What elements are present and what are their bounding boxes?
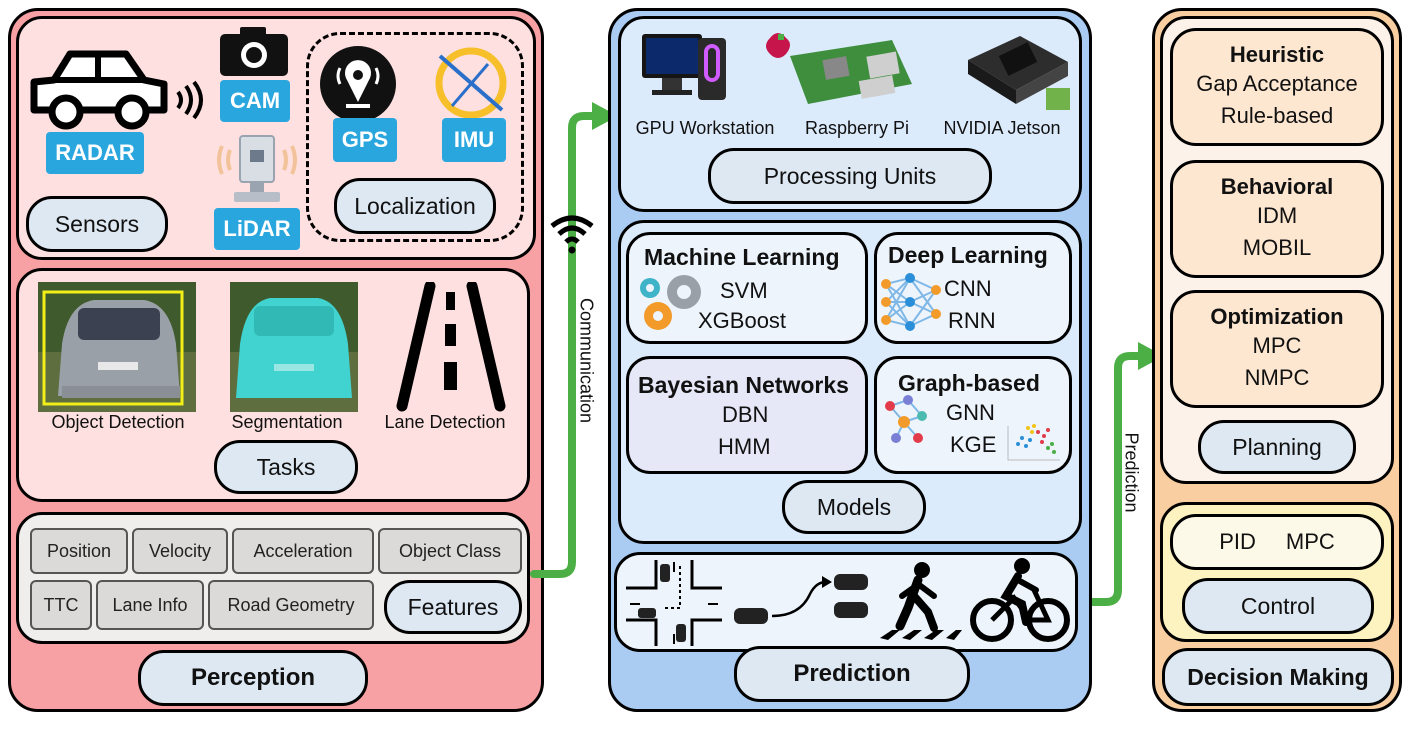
prediction-title: Prediction xyxy=(734,646,970,702)
behavioral-box: Behavioral IDM MOBIL xyxy=(1170,160,1384,278)
gb-title: Graph-based xyxy=(898,370,1040,396)
heuristic-title: Heuristic xyxy=(1229,42,1325,67)
gps-icon xyxy=(320,46,396,122)
behavioral-title: Behavioral xyxy=(1220,174,1334,199)
feature-ttc: TTC xyxy=(30,580,92,630)
optimization-title: Optimization xyxy=(1210,304,1344,329)
gpu-workstation-icon xyxy=(642,34,726,100)
cyclist-icon xyxy=(970,558,1070,642)
neural-network-icon xyxy=(881,273,941,331)
unit-label-raspberry-pi: Raspberry Pi xyxy=(804,118,910,138)
control-methods-box: PID MPC xyxy=(1170,514,1384,570)
imu-icon xyxy=(435,47,507,119)
wifi-icon xyxy=(550,215,594,254)
sensors-pill: Sensors xyxy=(26,196,168,252)
features-pill: Features xyxy=(384,580,522,634)
perception-title: Perception xyxy=(138,650,368,706)
embedding-scatter-icon xyxy=(1007,424,1060,461)
bn-title: Bayesian Networks xyxy=(638,372,849,398)
gb-item-gnn: GNN xyxy=(946,400,995,425)
ml-title: Machine Learning xyxy=(644,244,840,270)
control-item-mpc: MPC xyxy=(1285,529,1335,554)
behavioral-item-idm: IDM xyxy=(1256,203,1298,228)
communication-label: Communication xyxy=(576,297,597,424)
car-icon xyxy=(30,50,168,130)
unit-label-gpu: GPU Workstation xyxy=(635,118,775,138)
communication-arrow xyxy=(530,102,618,578)
feature-acceleration: Acceleration xyxy=(232,528,374,574)
bn-box xyxy=(626,356,868,474)
radar-tag: RADAR xyxy=(46,132,144,174)
gb-item-kge: KGE xyxy=(950,432,997,457)
task-label-lane-detection: Lane Detection xyxy=(384,412,506,432)
intersection-icon xyxy=(626,560,722,646)
ml-item-xgboost: XGBoost xyxy=(698,308,787,333)
ml-item-svm: SVM xyxy=(720,278,768,303)
lidar-icon xyxy=(217,135,297,202)
lane-change-icon xyxy=(734,574,868,624)
feature-position: Position xyxy=(30,528,128,574)
prediction-link-label: Prediction xyxy=(1121,432,1142,513)
heuristic-box: Heuristic Gap Acceptance Rule-based xyxy=(1170,28,1384,146)
gps-tag: GPS xyxy=(333,118,397,162)
camera-icon xyxy=(220,27,288,76)
optimization-item-mpc: MPC xyxy=(1252,333,1302,358)
optimization-item-nmpc: NMPC xyxy=(1244,365,1310,390)
task-label-segmentation: Segmentation xyxy=(231,412,343,432)
control-item-pid: PID xyxy=(1219,529,1256,554)
object-detection-image xyxy=(38,282,196,412)
unit-label-nvidia-jetson: NVIDIA Jetson xyxy=(943,118,1061,138)
localization-box xyxy=(306,32,524,242)
segmentation-image xyxy=(230,282,358,412)
planning-pill: Planning xyxy=(1198,420,1356,474)
heuristic-item-rule: Rule-based xyxy=(1220,103,1334,128)
nvidia-jetson-icon xyxy=(968,36,1070,110)
cam-tag: CAM xyxy=(220,80,290,122)
lane-detection-icon xyxy=(396,282,506,412)
models-pill: Models xyxy=(782,480,926,534)
dl-title: Deep Learning xyxy=(888,242,1048,268)
raspberry-pi-icon xyxy=(766,33,912,104)
lidar-tag: LiDAR xyxy=(214,208,300,250)
feature-lane-info: Lane Info xyxy=(96,580,204,630)
heuristic-item-gap: Gap Acceptance xyxy=(1196,71,1358,96)
task-label-object-detection: Object Detection xyxy=(51,412,185,432)
optimization-box: Optimization MPC NMPC xyxy=(1170,290,1384,408)
decision-title: Decision Making xyxy=(1162,648,1394,706)
gb-box xyxy=(874,356,1072,474)
dl-item-cnn: CNN xyxy=(944,276,992,301)
bn-item-hmm: HMM xyxy=(718,434,771,459)
processing-units-pill: Processing Units xyxy=(708,148,992,204)
bn-item-dbn: DBN xyxy=(722,402,769,427)
localization-pill: Localization xyxy=(334,178,496,234)
graph-icon xyxy=(885,395,927,443)
gears-icon xyxy=(640,275,701,330)
dl-item-rnn: RNN xyxy=(948,308,996,333)
feature-object-class: Object Class xyxy=(378,528,522,574)
pedestrian-icon xyxy=(880,562,962,640)
radar-waves-icon xyxy=(176,80,203,120)
behavioral-item-mobil: MOBIL xyxy=(1242,235,1312,260)
control-pill: Control xyxy=(1182,578,1374,634)
tasks-pill: Tasks xyxy=(214,440,358,494)
feature-road-geometry: Road Geometry xyxy=(208,580,374,630)
feature-velocity: Velocity xyxy=(132,528,228,574)
imu-tag: IMU xyxy=(442,118,506,162)
prediction-arrow xyxy=(1076,342,1164,606)
